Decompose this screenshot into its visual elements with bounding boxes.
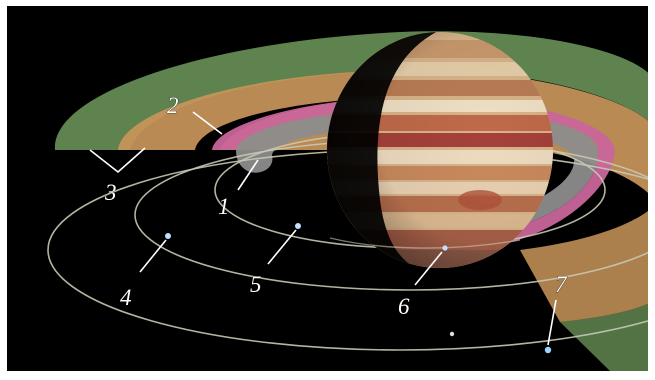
leader-3 bbox=[89, 147, 146, 174]
label-7: 7 bbox=[555, 272, 568, 297]
leader-1 bbox=[237, 159, 259, 191]
label-1: 1 bbox=[218, 194, 230, 219]
leader-2 bbox=[192, 111, 223, 135]
moon-amalthea bbox=[165, 233, 171, 239]
leader-5 bbox=[267, 229, 297, 265]
leader-lines bbox=[89, 111, 557, 346]
outer-gossamer-ring-lower bbox=[560, 303, 648, 371]
moon-thebe bbox=[544, 346, 552, 354]
leader-6 bbox=[414, 251, 443, 286]
moon-metis bbox=[442, 245, 448, 251]
small-body bbox=[449, 331, 455, 337]
label-5: 5 bbox=[250, 272, 262, 297]
label-2: 2 bbox=[167, 93, 179, 118]
leader-4 bbox=[139, 239, 167, 273]
inner-gossamer-ring-lower bbox=[520, 210, 648, 322]
label-4: 4 bbox=[120, 285, 132, 310]
leader-7 bbox=[547, 299, 557, 346]
moon-adrastea bbox=[295, 223, 301, 229]
label-6: 6 bbox=[398, 294, 410, 319]
label-3: 3 bbox=[104, 180, 117, 205]
orbit-front-segment bbox=[329, 237, 521, 249]
